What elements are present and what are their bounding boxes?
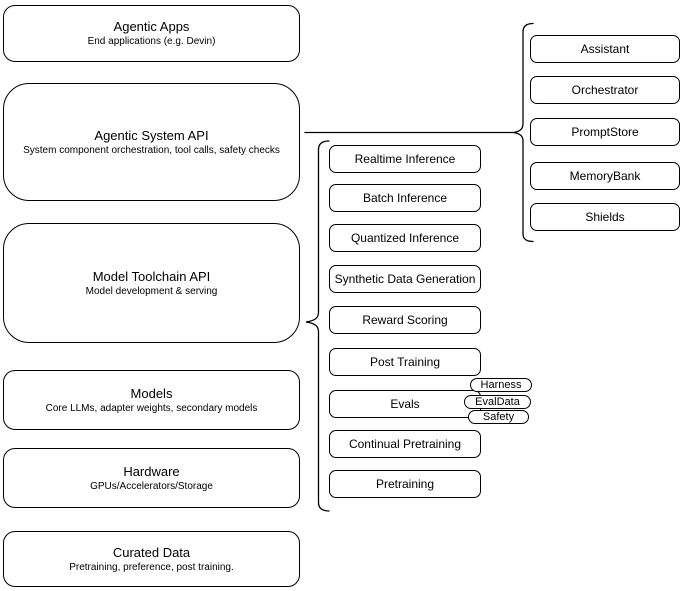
toolchain-item-label: Evals [390,397,420,411]
evals-tag-evaldata[interactable]: EvalData [464,395,531,409]
node-models[interactable]: Models Core LLMs, adapter weights, secon… [3,370,300,430]
component-label: PromptStore [571,125,639,139]
node-subtitle: End applications (e.g. Devin) [87,36,216,47]
toolchain-item-post-training[interactable]: Post Training [329,348,481,376]
toolchain-item-label: Reward Scoring [362,313,448,327]
evals-tag-label: EvalData [475,396,520,408]
node-agentic-system-api[interactable]: Agentic System API System component orch… [3,83,300,201]
node-hardware[interactable]: Hardware GPUs/Accelerators/Storage [3,448,300,508]
toolchain-item-label: Continual Pretraining [348,437,462,451]
component-label: Orchestrator [571,83,639,97]
node-title: Model Toolchain API [92,268,211,284]
component-promptstore[interactable]: PromptStore [530,118,680,146]
toolchain-item-label: Pretraining [375,477,435,491]
toolchain-item-evals[interactable]: Evals [329,390,481,418]
component-label: Shields [585,210,625,224]
toolchain-item-label: Realtime Inference [354,152,456,166]
component-orchestrator[interactable]: Orchestrator [530,76,680,104]
toolchain-item-synthetic-data-generation[interactable]: Synthetic Data Generation [329,265,481,293]
node-title: Models [130,385,173,401]
toolchain-item-batch-inference[interactable]: Batch Inference [329,184,481,212]
node-subtitle: Pretraining, preference, post training. [69,561,234,573]
node-subtitle: System component orchestration, tool cal… [23,144,280,156]
node-title: Hardware [123,463,180,479]
toolchain-item-quantized-inference[interactable]: Quantized Inference [329,224,481,252]
component-memorybank[interactable]: MemoryBank [530,162,680,190]
component-label: MemoryBank [569,169,641,183]
component-shields[interactable]: Shields [530,203,680,231]
toolchain-item-label: Synthetic Data Generation [334,272,476,286]
node-agentic-apps[interactable]: Agentic Apps End applications (e.g. Devi… [3,5,300,62]
toolchain-item-label: Quantized Inference [350,231,460,245]
node-title: Agentic Apps [113,19,190,34]
node-title: Curated Data [112,544,191,560]
toolchain-item-realtime-inference[interactable]: Realtime Inference [329,145,481,173]
node-subtitle: Model development & serving [85,285,218,297]
evals-tag-label: Harness [480,379,522,391]
node-model-toolchain-api[interactable]: Model Toolchain API Model development & … [3,223,300,343]
brace-toolchain-items [305,140,330,512]
node-curated-data[interactable]: Curated Data Pretraining, preference, po… [3,531,300,587]
evals-tag-label: Safety [482,411,515,423]
toolchain-item-reward-scoring[interactable]: Reward Scoring [329,306,481,334]
evals-tag-safety[interactable]: Safety [468,410,529,424]
toolchain-item-label: Post Training [369,355,441,369]
toolchain-item-pretraining[interactable]: Pretraining [329,470,481,498]
toolchain-item-label: Batch Inference [362,191,448,205]
component-label: Assistant [580,42,630,56]
node-subtitle: Core LLMs, adapter weights, secondary mo… [45,402,258,414]
node-subtitle: GPUs/Accelerators/Storage [90,480,213,492]
evals-tag-harness[interactable]: Harness [470,378,532,392]
toolchain-item-continual-pretraining[interactable]: Continual Pretraining [329,430,481,458]
component-assistant[interactable]: Assistant [530,35,680,63]
node-title: Agentic System API [94,127,209,143]
